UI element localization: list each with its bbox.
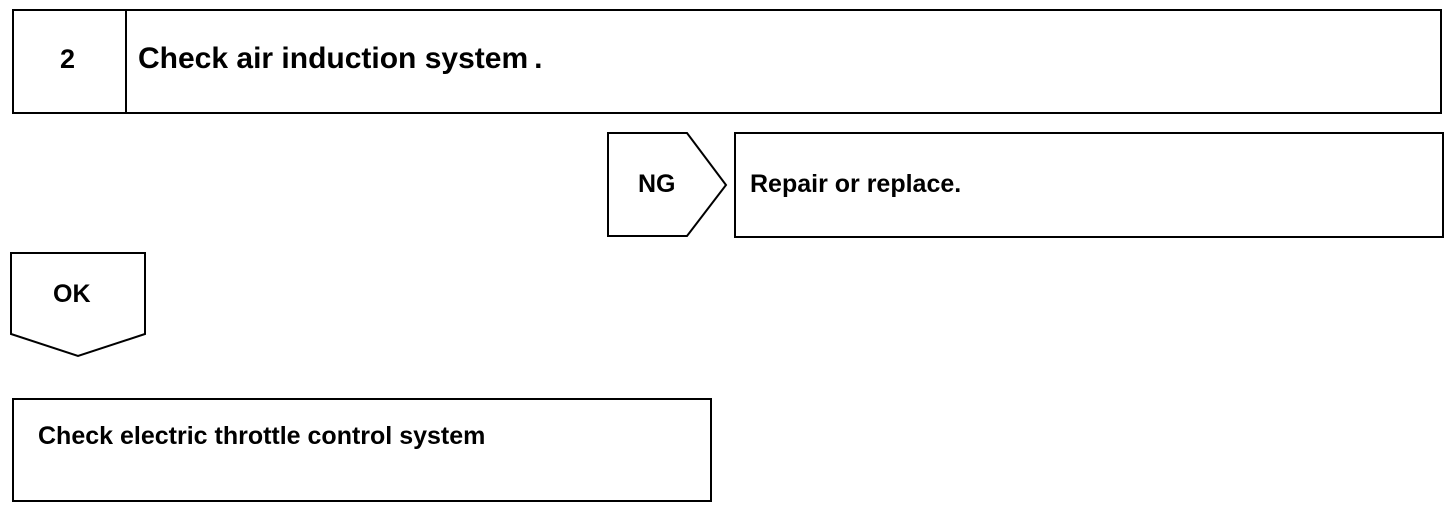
next-step-text: Check electric throttle control system	[38, 422, 486, 450]
step-title-text: Check air induction system	[138, 42, 529, 75]
step-number: 2	[60, 44, 76, 74]
ng-action-text: Repair or replace.	[750, 170, 962, 198]
next-step-box	[12, 398, 712, 502]
step-header-box	[12, 9, 1442, 114]
ng-action-box	[734, 132, 1444, 238]
ok-label: OK	[53, 280, 91, 308]
ng-label: NG	[638, 170, 676, 198]
step-number-divider	[125, 11, 127, 112]
step-title: Check air induction system.	[138, 44, 542, 74]
step-title-period: .	[534, 42, 543, 75]
